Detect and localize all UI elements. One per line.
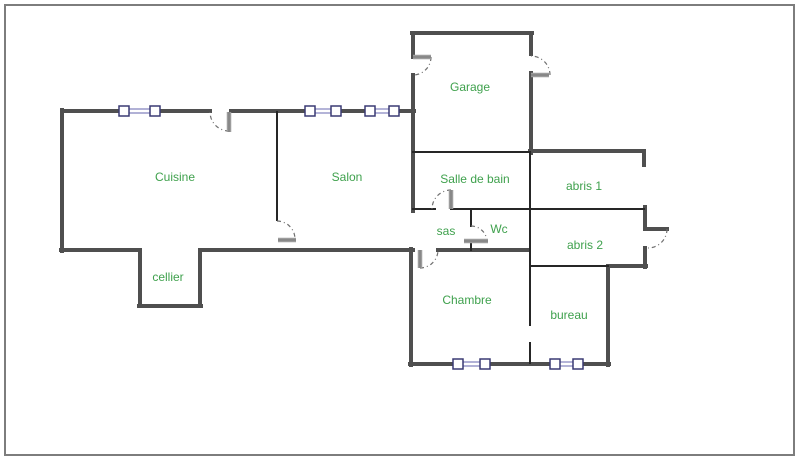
window-symbol [388,105,400,117]
plan-border [4,4,795,456]
room-label-salle-de-bain: Salle de bain [440,172,509,186]
room-label-garage: Garage [450,80,490,94]
window-symbol [304,105,316,117]
room-label-bureau: bureau [550,308,587,322]
garage-right-door-swing-arc [530,55,551,76]
salle-de-bain-door-swing-arc [431,189,452,210]
chambre-door-swing-arc [419,249,439,269]
garage-left-door-swing-arc [412,56,432,76]
room-label-abris-2: abris 2 [567,238,603,252]
window-mask [305,106,341,116]
cuisine-entry-door-swing-arc [209,111,230,132]
window-mask [453,359,490,369]
room-label-wc: Wc [490,222,507,236]
window-symbol [118,105,130,117]
room-label-sas: sas [437,224,456,238]
window-symbol [572,358,584,370]
window-symbol [330,105,342,117]
window-symbol [479,358,491,370]
window-symbol [452,358,464,370]
room-label-salon: Salon [332,170,363,184]
room-label-abris-1: abris 1 [566,179,602,193]
window-symbol [364,105,376,117]
window-mask [365,106,399,116]
window-mask [119,106,160,116]
wc-door-swing-arc [470,225,488,243]
room-label-cuisine: Cuisine [155,170,195,184]
room-label-cellier: cellier [152,270,183,284]
window-mask [550,359,583,369]
salon-door-swing-arc [276,220,296,240]
window-symbol [549,358,561,370]
abris-2-door-swing-arc [647,228,668,249]
room-label-chambre: Chambre [442,293,492,307]
window-symbol [149,105,161,117]
